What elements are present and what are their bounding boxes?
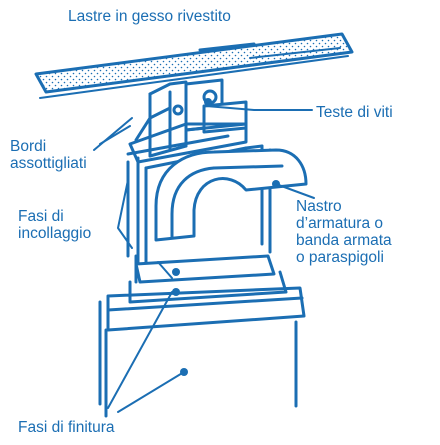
corner-bead bbox=[154, 148, 308, 242]
lower-steps bbox=[98, 254, 306, 418]
label-tapered-edges: Bordi assottigliati bbox=[10, 138, 87, 172]
label-bonding-phases-line-1: Fasi di bbox=[18, 208, 64, 225]
leader-dots bbox=[172, 98, 280, 376]
label-reinforcement-tape-line-1: Nastro bbox=[296, 198, 342, 215]
metal-profile bbox=[134, 80, 188, 158]
label-reinforcement-tape-line-2: d’armatura o bbox=[296, 215, 384, 232]
leader-lines bbox=[93, 105, 315, 413]
gypsum-board-top bbox=[34, 32, 354, 99]
label-tapered-edges-line-1: Bordi bbox=[10, 138, 47, 155]
label-reinforcement-tape-line-3: banda armata bbox=[296, 232, 392, 249]
label-bonding-phases: Fasi di incollaggio bbox=[18, 208, 91, 242]
label-tapered-edges-line-2: assottigliati bbox=[10, 155, 87, 172]
label-finishing-phases: Fasi di finitura bbox=[18, 419, 115, 436]
label-bonding-phases-line-2: incollaggio bbox=[18, 225, 92, 242]
label-gypsum-boards: Lastre in gesso rivestito bbox=[68, 8, 231, 25]
label-screw-heads: Teste di viti bbox=[316, 104, 393, 121]
label-reinforcement-tape-line-4: o paraspigoli bbox=[296, 249, 384, 266]
label-reinforcement-tape: Nastro d’armatura o banda armata o paras… bbox=[296, 198, 392, 266]
